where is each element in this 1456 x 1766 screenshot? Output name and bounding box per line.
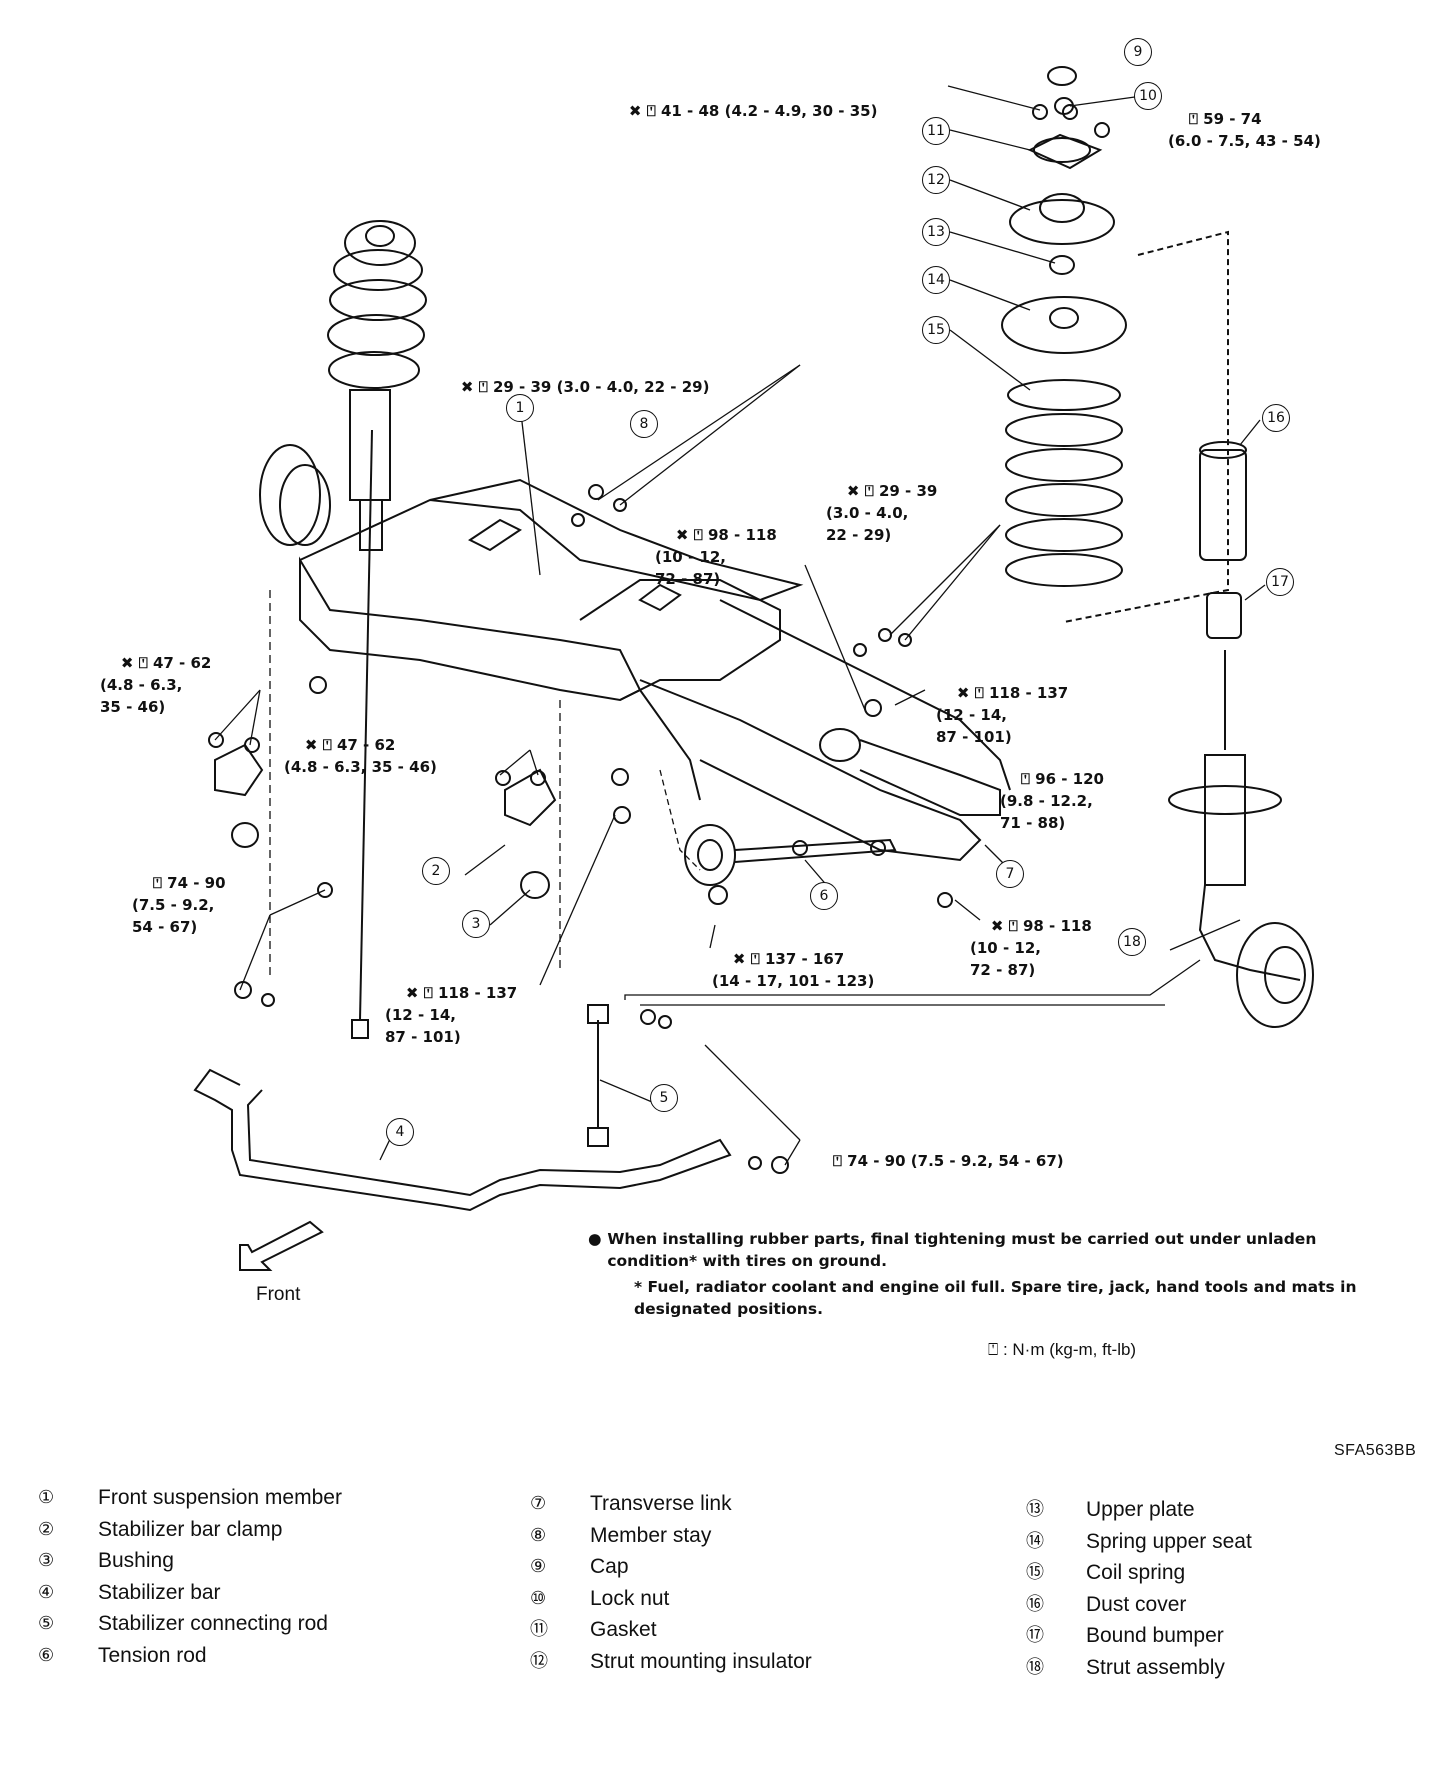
units-note: ⍞ : N·m (kg-m, ft-lb): [988, 1340, 1137, 1359]
replace-icon: ✖: [628, 102, 642, 120]
callout-8: 8: [630, 410, 658, 438]
callout-18: 18: [1118, 928, 1146, 956]
replace-icon: ✖: [304, 736, 318, 754]
callout-7: 7: [996, 860, 1024, 888]
torque-wrench-icon: ⍞: [423, 984, 433, 1002]
left-strut-assembly: [259, 220, 427, 551]
replace-icon: ✖: [956, 684, 970, 702]
callout-5: 5: [650, 1084, 678, 1112]
torque-wrench-icon: ⍞: [1188, 110, 1198, 128]
torque-wrench-icon: ⍞: [138, 654, 148, 672]
replace-icon: ✖: [460, 378, 474, 396]
torque-wrench-icon: ⍞: [1008, 917, 1018, 935]
torque-spec-clamp-right: ✖ ⍞ 47 - 62 (4.8 - 6.3, 35 - 46): [284, 736, 437, 776]
callout-17: 17: [1266, 568, 1294, 596]
installation-note: ● When installing rubber parts, final ti…: [588, 1228, 1408, 1320]
torque-wrench-icon: ⍞: [864, 482, 874, 500]
nuts-and-bolts: [208, 104, 1110, 1174]
connecting-rods: [351, 429, 609, 1147]
right-exploded-strut: [1001, 66, 1314, 1028]
suspension-member-outline: [299, 478, 1011, 862]
front-label: Front: [256, 1284, 301, 1305]
callout-6: 6: [810, 882, 838, 910]
torque-spec-connecting-rod-right: ⍞ 74 - 90 (7.5 - 9.2, 54 - 67): [832, 1152, 1064, 1170]
figure-code: SFA563BB: [1334, 1442, 1417, 1459]
torque-spec-member-bolt: ✖ ⍞ 98 - 118 (10 - 12, 72 - 87): [655, 526, 777, 588]
torque-wrench-icon: ⍞: [832, 1152, 842, 1170]
torque-spec-member-stay-right: ✖ ⍞ 29 - 39 (3.0 - 4.0, 22 - 29): [826, 482, 938, 544]
torque-spec-tension-rod-front: ✖ ⍞ 118 - 137 (12 - 14, 87 - 101): [385, 984, 518, 1046]
torque-spec-clamp-left: ✖ ⍞ 47 - 62 (4.8 - 6.3, 35 - 46): [100, 654, 212, 716]
torque-spec-tension-rod: ✖ ⍞ 137 - 167 (14 - 17, 101 - 123): [712, 950, 875, 990]
front-arrow-shape: [239, 1220, 324, 1271]
callout-14: 14: [922, 266, 950, 294]
torque-spec-top-nuts: ✖ ⍞ 41 - 48 (4.2 - 4.9, 30 - 35): [628, 102, 878, 120]
torque-wrench-icon: ⍞: [693, 526, 703, 544]
callout-9: 9: [1124, 38, 1152, 66]
tension-rod: [684, 824, 897, 886]
callout-3: 3: [462, 910, 490, 938]
callout-11: 11: [922, 117, 950, 145]
bullet-icon: ●: [588, 1230, 602, 1248]
replace-icon: ✖: [846, 482, 860, 500]
torque-wrench-icon: ⍞: [974, 684, 984, 702]
replace-icon: ✖: [990, 917, 1004, 935]
torque-wrench-icon: ⍞: [646, 102, 656, 120]
note-bullet: ● When installing rubber parts, final ti…: [588, 1230, 1317, 1270]
callout-10: 10: [1134, 82, 1162, 110]
callout-1: 1: [506, 394, 534, 422]
transverse-link: [819, 728, 1001, 816]
torque-spec-member-stay-upper: ✖ ⍞ 29 - 39 (3.0 - 4.0, 22 - 29): [460, 378, 710, 396]
callout-16: 16: [1262, 404, 1290, 432]
callout-4: 4: [386, 1118, 414, 1146]
torque-wrench-icon: ⍞: [1020, 770, 1030, 788]
torque-wrench-icon: ⍞: [322, 736, 332, 754]
replace-icon: ✖: [120, 654, 134, 672]
replace-icon: ✖: [732, 950, 746, 968]
torque-spec-balljoint: ⍞ 96 - 120 (9.8 - 12.2, 71 - 88): [1000, 770, 1104, 832]
callout-2: 2: [422, 857, 450, 885]
suspension-drawing: [193, 66, 1314, 1271]
torque-spec-lock-nut: ⍞ 59 - 74 (6.0 - 7.5, 43 - 54): [1168, 110, 1321, 150]
torque-wrench-icon: ⍞: [152, 874, 162, 892]
stabilizer-bar-shape: [193, 1068, 732, 1212]
torque-wrench-icon: ⍞: [478, 378, 488, 396]
torque-wrench-icon: ⍞: [750, 950, 760, 968]
torque-wrench-icon: ⍞: [988, 1340, 999, 1359]
callout-15: 15: [922, 316, 950, 344]
callout-12: 12: [922, 166, 950, 194]
callout-13: 13: [922, 218, 950, 246]
replace-icon: ✖: [405, 984, 419, 1002]
torque-spec-transverse-front: ✖ ⍞ 118 - 137 (12 - 14, 87 - 101): [936, 684, 1069, 746]
note-footnote: * Fuel, radiator coolant and engine oil …: [634, 1278, 1357, 1318]
torque-spec-transverse-rear: ✖ ⍞ 98 - 118 (10 - 12, 72 - 87): [970, 917, 1092, 979]
torque-spec-connecting-rod-left: ⍞ 74 - 90 (7.5 - 9.2, 54 - 67): [132, 874, 226, 936]
replace-icon: ✖: [675, 526, 689, 544]
